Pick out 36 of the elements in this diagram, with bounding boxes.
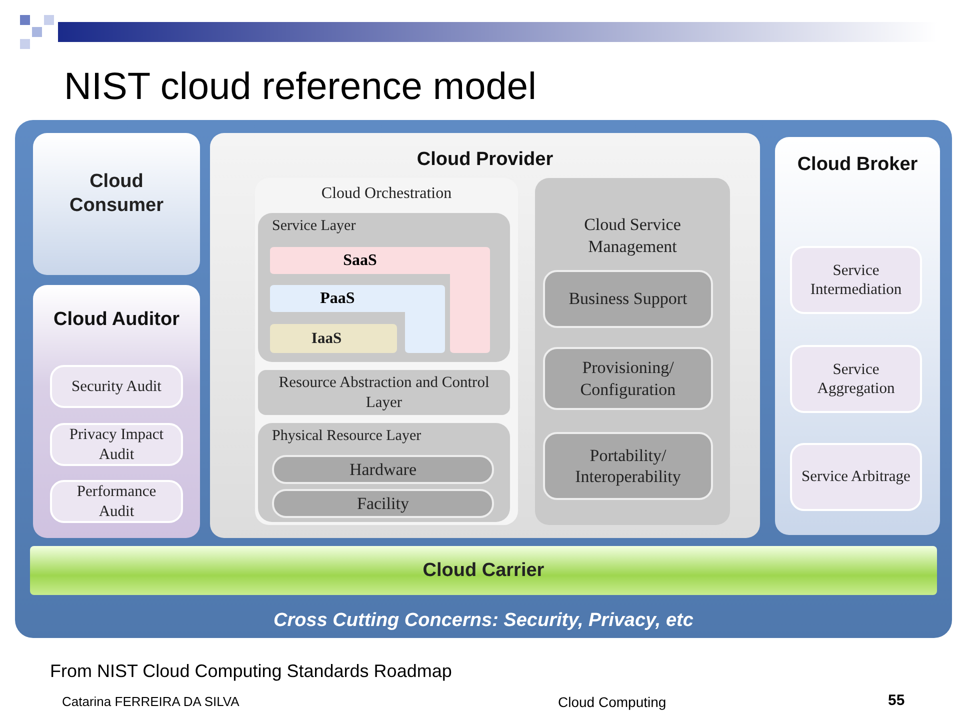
diagram-panel [15,120,952,638]
footer-text: Cloud Computing [558,694,666,710]
presenter-name: Catarina FERREIRA DA SILVA [62,694,240,709]
role-panel: Cloud Consumer [33,133,200,275]
role-panel [775,137,940,535]
panel-title: Cloud Broker [796,154,919,176]
function-box: Provisioning/ Configuration [543,347,713,410]
page-number: 55 [888,692,905,709]
function-box: Security Audit [50,365,183,408]
source-caption: From NIST Cloud Computing Standards Roadmap [50,661,452,682]
layer-panel [258,423,510,522]
function-box: Portability/ Interoperability [543,432,713,500]
function-box: Service Aggregation [790,345,922,413]
slide-title: NIST cloud reference model [64,66,536,109]
role-panel [33,285,200,538]
panel-title: Cloud Provider [416,149,554,171]
function-box: Business Support [543,270,713,328]
layer-box: Resource Abstraction and Control Layer [258,370,510,415]
function-box: Privacy Impact Audit [50,423,183,466]
layer-panel [535,178,730,525]
role-panel [210,133,760,538]
function-box: Service Intermediation [790,246,922,314]
function-box: Facility [272,489,494,518]
panel-title: Cloud Auditor [52,309,180,331]
function-box: Service Arbitrage [790,443,922,511]
panel-title: Cloud Service Management [583,214,682,258]
panel-title: Service Layer [272,217,356,236]
service-model-box: IaaS [270,324,397,353]
concerns-banner-text: Cross Cutting Concerns: Security, Privacy, etc [272,610,694,632]
panel-title: Cloud Orchestration [320,184,453,204]
layer-panel [255,178,518,525]
function-box: Performance Audit [50,480,183,523]
carrier-band: Cloud Carrier [30,546,937,595]
panel-title: Physical Resource Layer [272,427,422,446]
layer-panel [258,213,510,362]
function-box: Hardware [272,455,494,484]
